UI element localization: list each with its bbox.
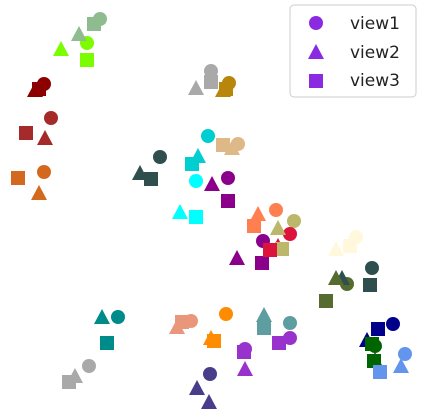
legend-marker-square <box>309 74 323 88</box>
scatter-point-triangle <box>393 358 409 373</box>
scatter-point-square <box>87 17 101 31</box>
scatter-point-square <box>257 321 271 335</box>
scatter-point-circle <box>153 150 167 164</box>
scatter-point-square <box>365 337 379 351</box>
scatter-point-square <box>62 375 76 389</box>
scatter-point-circle <box>221 171 235 185</box>
scatter-point-circle <box>283 227 297 241</box>
scatter-point-square <box>343 239 357 253</box>
scatter-point-circle <box>111 310 125 324</box>
scatter-point-triangle <box>229 250 245 265</box>
scatter-point-square <box>275 242 289 256</box>
scatter-point-square <box>255 256 269 270</box>
scatter-point-square <box>144 172 158 186</box>
scatter-point-square <box>100 336 114 350</box>
scatter-point-triangle <box>204 176 220 191</box>
scatter-point-circle <box>219 307 233 321</box>
scatter-point-triangle <box>237 361 253 376</box>
scatter-point-circle <box>283 331 297 345</box>
scatter-point-circle <box>37 165 51 179</box>
scatter-point-circle <box>398 347 412 361</box>
scatter-point-square <box>11 171 25 185</box>
scatter-point-circle <box>82 359 96 373</box>
scatter-point-circle <box>269 203 283 217</box>
scatter-point-circle <box>365 261 379 275</box>
scatter-point-square <box>175 315 189 329</box>
scatter-point-triangle <box>172 204 188 219</box>
scatter-point-circle <box>386 317 400 331</box>
scatter-point-triangle <box>189 380 205 395</box>
scatter-point-square <box>319 294 333 308</box>
legend-entry-view3: view3 <box>309 71 400 91</box>
scatter-point-triangle <box>37 130 53 145</box>
legend-label-view1: view1 <box>350 14 400 34</box>
scatter-point-square <box>185 157 199 171</box>
scatter-point-triangle <box>328 270 344 285</box>
scatter-point-triangle <box>250 206 266 221</box>
legend-marker-circle <box>309 16 323 30</box>
scatter-point-triangle <box>201 394 217 409</box>
scatter-point-square <box>80 53 94 67</box>
scatter-point-triangle <box>256 307 272 322</box>
scatter-point-circle <box>189 174 203 188</box>
scatter-point-triangle <box>188 80 204 95</box>
scatter-point-triangle <box>328 241 344 256</box>
scatter-point-square <box>32 82 46 96</box>
scatter-point-triangle <box>53 41 69 56</box>
scatter-point-circle <box>201 129 215 143</box>
legend-marker-triangle <box>308 44 324 59</box>
scatter-point-square <box>237 345 251 359</box>
scatter-point-triangle <box>270 220 286 235</box>
legend-label-view3: view3 <box>350 71 400 91</box>
scatter-point-square <box>272 336 286 350</box>
scatter-point-circle <box>44 111 58 125</box>
scatter-point-square <box>221 194 235 208</box>
scatter-point-circle <box>203 367 217 381</box>
scatter-point-circle <box>204 64 218 78</box>
scatter-point-triangle <box>94 309 110 324</box>
scatter-point-square <box>207 334 221 348</box>
scatter-point-square <box>373 365 387 379</box>
scatter-point-square <box>204 75 218 89</box>
legend-label-view2: view2 <box>350 43 400 63</box>
scatter-point-square <box>189 210 203 224</box>
scatter-point-square <box>363 278 377 292</box>
scatter-point-square <box>371 322 385 336</box>
scatter-point-circle <box>283 316 297 330</box>
scatter-point-triangle <box>71 26 87 41</box>
scatter-point-circle <box>287 214 301 228</box>
scatter-point-square <box>367 354 381 368</box>
legend-entry-view1: view1 <box>309 14 400 34</box>
scatter-point-square <box>216 138 230 152</box>
scatter-point-square <box>219 82 233 96</box>
scatter-point-triangle <box>31 185 47 200</box>
legend-entry-view2: view2 <box>308 43 400 63</box>
scatter-point-square <box>19 126 33 140</box>
legend: view1 view2 view3 <box>289 4 417 98</box>
scatter-point-square <box>263 243 277 257</box>
scatter-points <box>11 12 412 409</box>
scatter-point-square <box>247 219 261 233</box>
